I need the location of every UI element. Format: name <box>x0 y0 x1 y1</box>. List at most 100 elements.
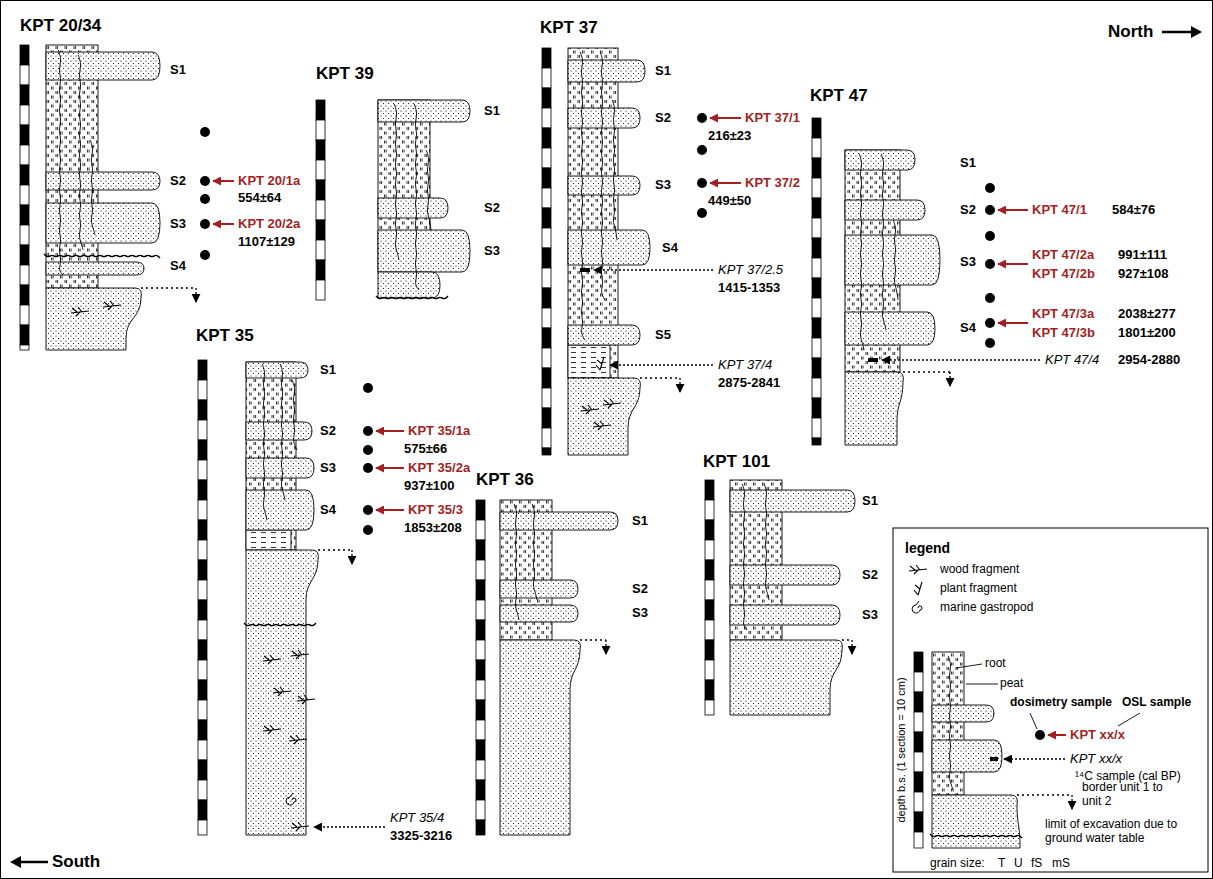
radiocarbon-age: 2954-2880 <box>1118 353 1180 368</box>
column-title: KPT 47 <box>810 86 950 106</box>
osl-sample-label: KPT 47/1 <box>1032 203 1087 218</box>
profile-column-drawing <box>316 100 470 300</box>
profile-column-drawing <box>198 360 404 835</box>
osl-age: 991±111 <box>1118 248 1167 263</box>
osl-age: 1107±129 <box>238 235 295 250</box>
layer-label: S4 <box>662 241 678 256</box>
direction-arrows <box>10 26 1202 868</box>
layer-label: S2 <box>862 568 878 583</box>
osl-sample-label: KPT 37/2 <box>745 176 800 191</box>
wood-symbol <box>603 399 621 408</box>
column-title: KPT 101 <box>703 452 863 472</box>
layer-label: S2 <box>960 203 976 218</box>
layer-label: S3 <box>960 255 976 270</box>
osl-sample-label: KPT 20/1a <box>238 174 300 189</box>
radiocarbon-sample-label: KPT 35/4 <box>390 811 444 826</box>
legend-box <box>893 528 1208 872</box>
osl-age: 927±108 <box>1118 267 1169 282</box>
radiocarbon-sample-label: KPT 37/4 <box>718 358 772 373</box>
wood-symbol <box>297 695 315 704</box>
layer-label: S3 <box>484 244 500 259</box>
column-title: KPT 20/34 <box>20 16 160 36</box>
grain-size-label: T <box>998 857 1005 871</box>
plant-symbol <box>914 582 922 595</box>
layer-label: S2 <box>484 201 500 216</box>
grain-size-label: mS <box>1052 857 1070 871</box>
osl-age: 937±100 <box>404 479 455 494</box>
osl-sample-label: KPT 35/2a <box>408 461 470 476</box>
osl-sample-label: KPT 20/2a <box>238 217 300 232</box>
radiocarbon-sample-label: KPT 37/2.5 <box>718 263 783 278</box>
legend-text: root <box>985 657 1006 671</box>
profile-column: KPT 36 <box>476 470 626 838</box>
profile-column-drawing <box>705 480 855 715</box>
legend-text: wood fragment <box>940 563 1019 577</box>
legend-text: marine gastropod <box>940 601 1033 615</box>
osl-age: 1801±200 <box>1118 326 1176 341</box>
legend-symbols <box>909 565 1140 729</box>
layer-label: S2 <box>655 111 671 126</box>
layer-label: S1 <box>655 64 671 79</box>
osl-sample-label: KPT 35/3 <box>408 503 463 518</box>
layer-label: S4 <box>170 259 186 274</box>
wood-symbol <box>289 735 307 744</box>
layer-label: S3 <box>655 178 671 193</box>
osl-sample-label: KPT 47/3b <box>1032 326 1095 341</box>
legend-text: dosimetry sample <box>1010 696 1112 710</box>
wood-symbol <box>103 301 121 310</box>
osl-sample-label: KPT 37/1 <box>745 111 800 126</box>
radiocarbon-age: 3325-3216 <box>390 829 452 844</box>
profile-column: KPT 37 <box>540 18 660 459</box>
gastropod-symbol <box>286 793 296 805</box>
legend-title: legend <box>905 540 950 556</box>
profile-column: KPT 20/34 <box>20 16 160 354</box>
direction-label: North <box>1108 22 1153 42</box>
osl-age: 1853±208 <box>404 521 462 536</box>
wood-symbol <box>263 655 281 664</box>
osl-age: 216±23 <box>708 129 751 144</box>
gastropod-symbol <box>912 601 922 613</box>
layer-label: S3 <box>320 461 336 476</box>
depth-axis-label: depth b.s. (1 section = 10 cm) <box>895 677 908 822</box>
layer-label: S2 <box>170 174 186 189</box>
radiocarbon-sample-label: KPT 47/4 <box>1045 353 1099 368</box>
profile-column-drawing <box>542 48 741 455</box>
layer-label: S1 <box>632 514 648 529</box>
layer-label: S2 <box>320 424 336 439</box>
wood-symbol <box>71 307 89 316</box>
wood-symbol <box>291 822 309 831</box>
legend-text: plant fragment <box>940 582 1017 596</box>
layer-label: S3 <box>170 217 186 232</box>
wood-symbol <box>593 421 611 430</box>
column-title: KPT 36 <box>476 470 626 490</box>
layer-label: S1 <box>484 104 500 119</box>
profile-column: KPT 47 <box>810 86 950 449</box>
legend-text: border unit 1 to unit 2 <box>1082 781 1182 809</box>
wood-symbol <box>581 405 599 414</box>
osl-sample-label: KPT 47/2b <box>1032 267 1095 282</box>
osl-age: 584±76 <box>1112 203 1155 218</box>
legend-text: peat <box>1000 677 1023 691</box>
column-title: KPT 37 <box>540 18 660 38</box>
profile-column-drawing <box>812 118 1040 445</box>
osl-age: 575±66 <box>404 442 447 457</box>
direction-label: South <box>52 852 100 872</box>
profile-column: KPT 35 <box>196 326 326 838</box>
osl-age: 449±50 <box>708 194 751 209</box>
osl-sample-label: KPT xx/x <box>1070 728 1125 743</box>
layer-label: S5 <box>655 328 671 343</box>
profile-column: KPT 101 <box>703 452 863 718</box>
legend-text: OSL sample <box>1122 696 1191 710</box>
wood-symbol <box>909 565 927 574</box>
radiocarbon-sample-label: KPT xx/x <box>1070 752 1122 767</box>
profile-column: KPT 39 <box>316 64 476 304</box>
column-title: KPT 35 <box>196 326 326 346</box>
layer-label: S3 <box>632 606 648 621</box>
layer-label: S2 <box>632 582 648 597</box>
grain-size-label: U <box>1014 857 1023 871</box>
wood-symbol <box>291 650 309 659</box>
legend-text: limit of excavation due to ground water … <box>1045 818 1203 846</box>
grain-size-label: grain size: <box>930 857 985 871</box>
grain-size-label: fS <box>1031 857 1042 871</box>
